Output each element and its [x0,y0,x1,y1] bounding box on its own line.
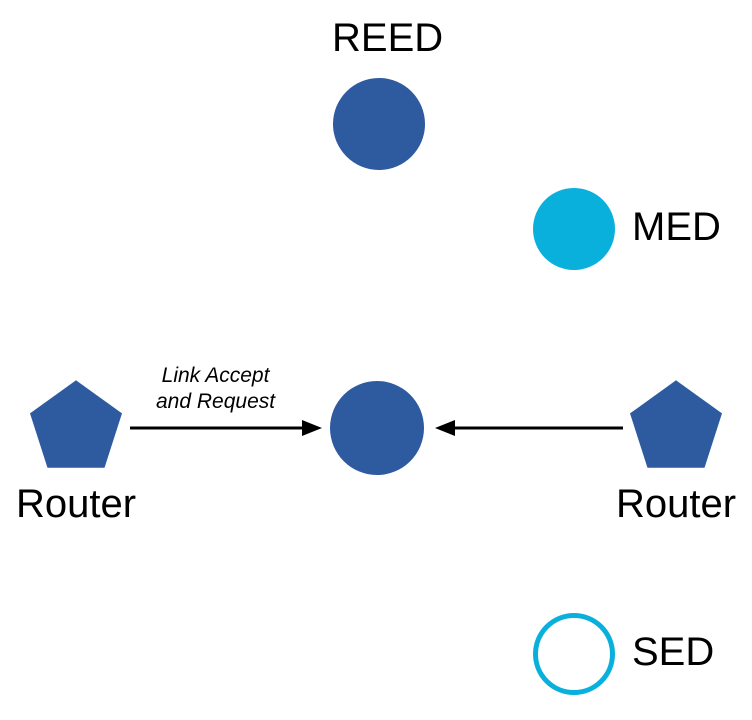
reed-node-label: REED [332,16,444,60]
med-node-circle[interactable] [533,188,615,270]
link-label-line-2: and Request [156,390,276,414]
router-right-pentagon-icon[interactable] [630,380,722,468]
sed-node-circle[interactable] [533,613,615,695]
router-left-label: Router [16,482,137,526]
med-node-label: MED [632,205,721,249]
router-left-pentagon-icon[interactable] [30,380,122,468]
link-label-line-1: Link Accept [161,364,270,387]
reed-node-circle[interactable] [333,78,425,170]
center-node-circle[interactable] [330,381,424,475]
link-accept-request-arrow-icon [130,420,322,436]
sed-node-label: SED [632,630,715,674]
router-right-label: Router [616,482,737,526]
link-accept-request-label: Link Accept and Request [156,363,275,416]
right-router-link-arrow-icon [435,420,623,436]
